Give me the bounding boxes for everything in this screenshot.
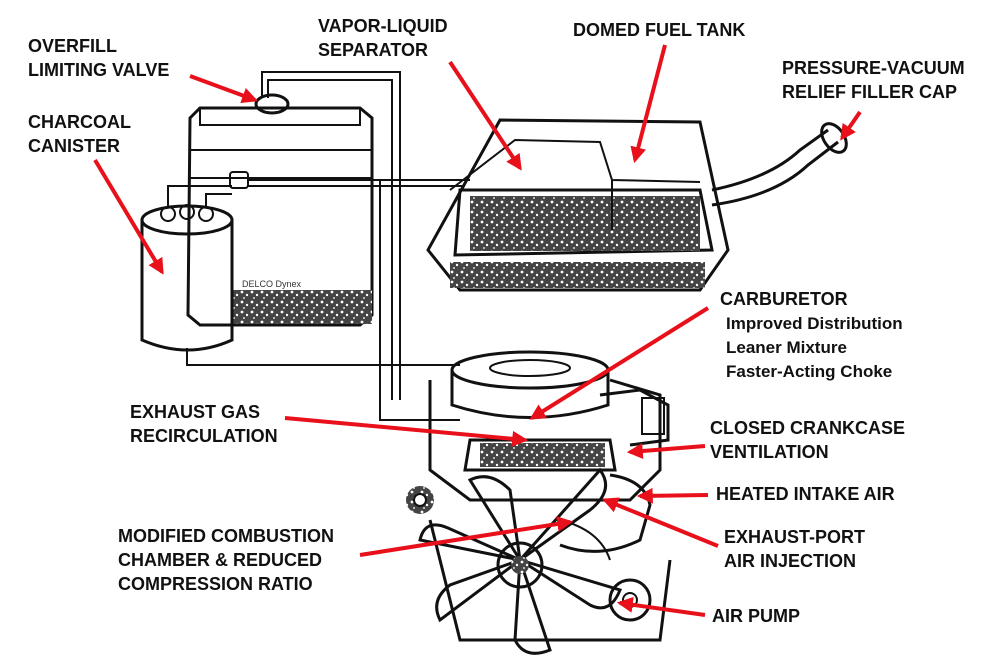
label-pcv-line-1: CLOSED CRANKCASE <box>710 418 905 438</box>
label-egr: EXHAUST GAS RECIRCULATION <box>130 402 278 446</box>
arrows <box>93 44 862 617</box>
separator-brand-mark: DELCO Dynex <box>242 279 302 289</box>
label-carb-item-2: Leaner Mixture <box>726 338 847 357</box>
label-injection-line-1: EXHAUST-PORT <box>724 527 865 547</box>
arrow-pcv <box>626 443 706 459</box>
label-egr-line-1: EXHAUST GAS <box>130 402 260 422</box>
arrow-canister <box>93 158 164 275</box>
arrow-combustion <box>359 516 574 557</box>
label-heated: HEATED INTAKE AIR <box>716 484 895 504</box>
label-tank-line-1: DOMED FUEL TANK <box>573 20 745 40</box>
label-tank: DOMED FUEL TANK <box>573 20 745 40</box>
label-carb: CARBURETOR Improved Distribution Leaner … <box>720 289 903 381</box>
label-pump-line-1: AIR PUMP <box>712 606 800 626</box>
label-pump: AIR PUMP <box>712 606 800 626</box>
label-canister-line-1: CHARCOAL <box>28 112 131 132</box>
separator-drawing: DELCO Dynex <box>186 93 374 327</box>
label-canister: CHARCOAL CANISTER <box>28 112 131 156</box>
arrow-overfill <box>189 74 259 104</box>
label-injection-line-2: AIR INJECTION <box>724 551 856 571</box>
label-cap: PRESSURE-VACUUM RELIEF FILLER CAP <box>782 58 965 102</box>
arrow-tank <box>630 44 667 164</box>
label-cap-line-1: PRESSURE-VACUUM <box>782 58 965 78</box>
label-separator-line-2: SEPARATOR <box>318 40 428 60</box>
arrow-carb <box>529 306 710 420</box>
arrow-separator <box>448 60 522 171</box>
label-heated-line-1: HEATED INTAKE AIR <box>716 484 895 504</box>
label-carb-title: CARBURETOR <box>720 289 848 309</box>
label-separator-line-1: VAPOR-LIQUID <box>318 16 448 36</box>
label-carb-item-3: Faster-Acting Choke <box>726 362 892 381</box>
label-overfill: OVERFILL LIMITING VALVE <box>28 36 169 80</box>
label-injection: EXHAUST-PORT AIR INJECTION <box>724 527 865 571</box>
label-carb-item-1: Improved Distribution <box>726 314 903 333</box>
label-combustion-line-2: CHAMBER & REDUCED <box>118 550 322 570</box>
label-egr-line-2: RECIRCULATION <box>130 426 278 446</box>
engine-drawing <box>406 350 672 642</box>
hose-lines <box>167 71 470 421</box>
label-overfill-line-2: LIMITING VALVE <box>28 60 169 80</box>
arrow-heated <box>636 487 709 504</box>
arrow-egr <box>284 416 529 447</box>
label-combustion-line-3: COMPRESSION RATIO <box>118 574 313 594</box>
label-combustion: MODIFIED COMBUSTION CHAMBER & REDUCED CO… <box>118 526 334 594</box>
fuel-tank-drawing <box>426 118 848 292</box>
label-pcv-line-2: VENTILATION <box>710 442 829 462</box>
label-cap-line-2: RELIEF FILLER CAP <box>782 82 957 102</box>
label-combustion-line-1: MODIFIED COMBUSTION <box>118 526 334 546</box>
label-overfill-line-1: OVERFILL <box>28 36 117 56</box>
arrow-injection <box>602 497 719 548</box>
arrow-cap <box>840 110 862 141</box>
label-pcv: CLOSED CRANKCASE VENTILATION <box>710 418 905 462</box>
label-separator: VAPOR-LIQUID SEPARATOR <box>318 16 448 60</box>
label-canister-line-2: CANISTER <box>28 136 120 156</box>
fan-drawing <box>418 467 652 655</box>
arrow-pump <box>616 596 706 617</box>
